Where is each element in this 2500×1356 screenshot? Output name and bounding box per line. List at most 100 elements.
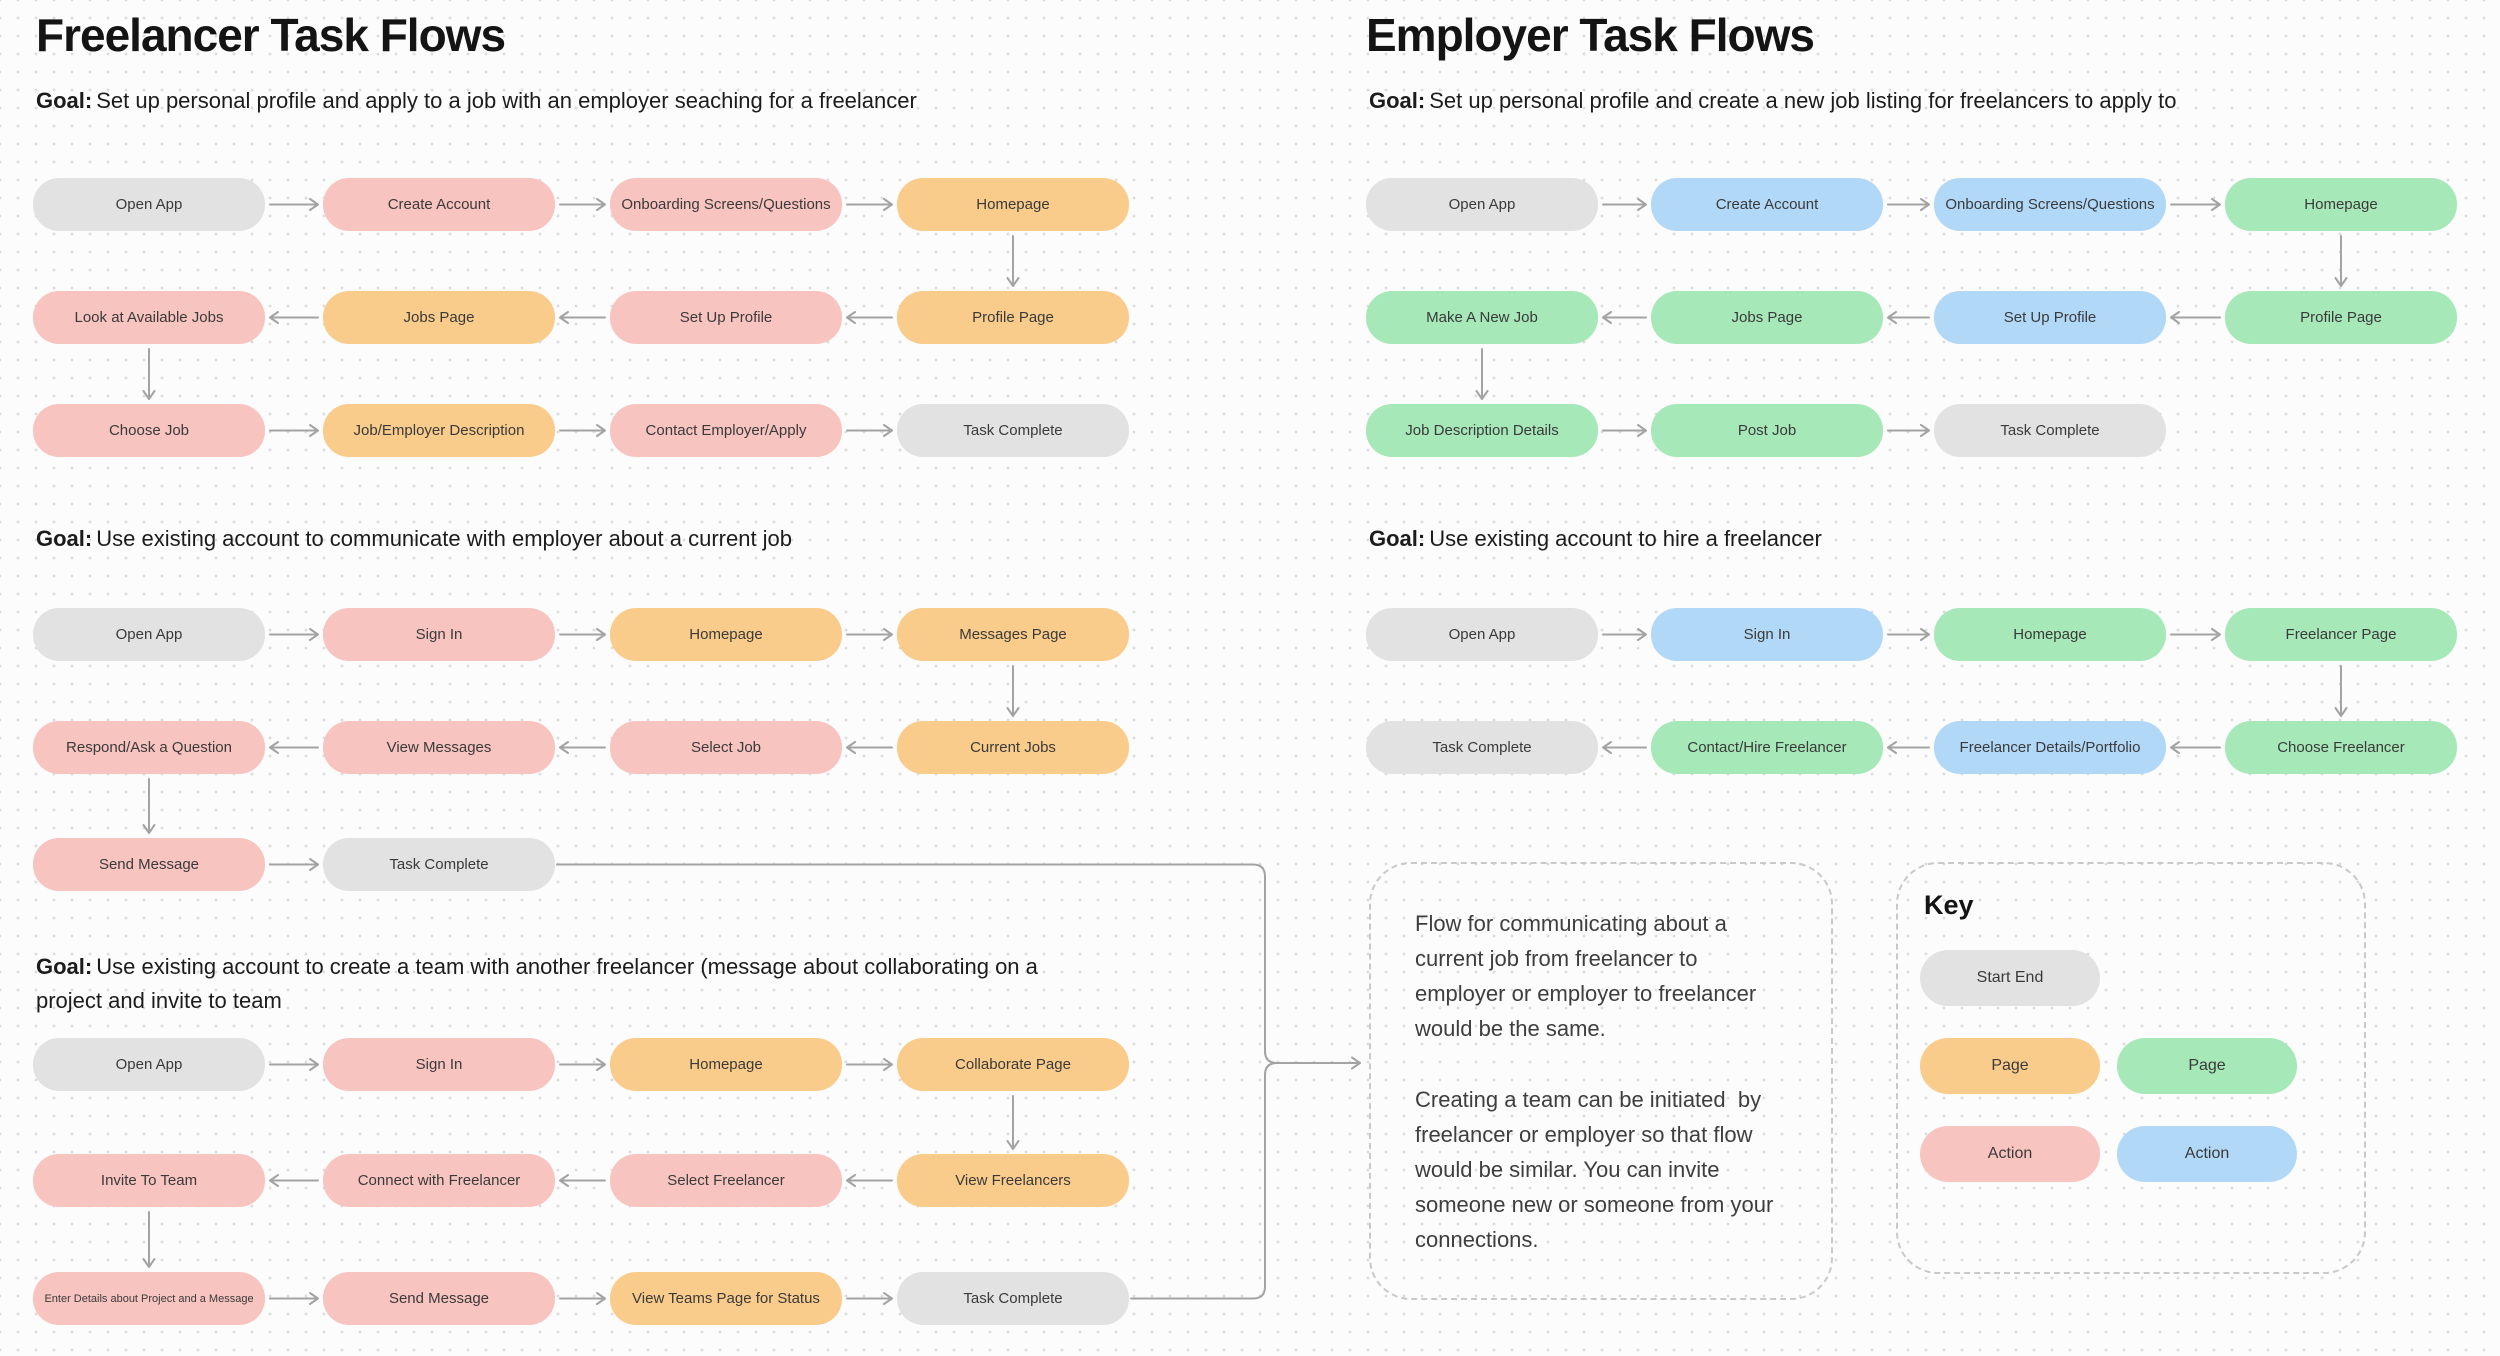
flow-node-look-at-available-jobs[interactable]: Look at Available Jobs <box>33 291 265 344</box>
flow-node-contact-hire-freelancer[interactable]: Contact/Hire Freelancer <box>1651 721 1883 774</box>
flow-node-jobs-page[interactable]: Jobs Page <box>323 291 555 344</box>
flow-node-send-message[interactable]: Send Message <box>323 1272 555 1325</box>
flow-node-sign-in[interactable]: Sign In <box>323 1038 555 1091</box>
flow-node-connect-with-freelancer[interactable]: Connect with Freelancer <box>323 1154 555 1207</box>
flow-node-label: View Freelancers <box>955 1172 1071 1189</box>
flow-node-homepage[interactable]: Homepage <box>610 1038 842 1091</box>
flow-node-job-description-details[interactable]: Job Description Details <box>1366 404 1598 457</box>
flow-node-set-up-profile[interactable]: Set Up Profile <box>1934 291 2166 344</box>
flow-node-post-job[interactable]: Post Job <box>1651 404 1883 457</box>
flow-node-view-freelancers[interactable]: View Freelancers <box>897 1154 1129 1207</box>
flow-node-job-employer-description[interactable]: Job/Employer Description <box>323 404 555 457</box>
flow-node-label: Job Description Details <box>1405 422 1559 439</box>
flow-node-task-complete[interactable]: Task Complete <box>897 1272 1129 1325</box>
flow-arrow <box>846 1058 893 1071</box>
employer-section-title: Employer Task Flows <box>1366 9 1815 61</box>
note-box[interactable]: Flow for communicating about a current j… <box>1369 862 1833 1300</box>
flow-arrow <box>2170 198 2221 211</box>
flow-node-label: Send Message <box>388 1290 490 1307</box>
flow-node-open-app[interactable]: Open App <box>1366 608 1598 661</box>
flow-node-task-complete[interactable]: Task Complete <box>897 404 1129 457</box>
flow-node-respond-ask-a-question[interactable]: Respond/Ask a Question <box>33 721 265 774</box>
key-pill-page-epage[interactable]: Page <box>2117 1038 2297 1094</box>
flow-node-set-up-profile[interactable]: Set Up Profile <box>610 291 842 344</box>
flow-node-label: Homepage <box>2013 626 2087 643</box>
flow-node-select-job[interactable]: Select Job <box>610 721 842 774</box>
flow-node-freelancer-details-portfolio[interactable]: Freelancer Details/Portfolio <box>1934 721 2166 774</box>
flow-node-open-app[interactable]: Open App <box>33 608 265 661</box>
flow-node-collaborate-page[interactable]: Collaborate Page <box>897 1038 1129 1091</box>
flow-node-current-jobs[interactable]: Current Jobs <box>897 721 1129 774</box>
flow-node-homepage[interactable]: Homepage <box>1934 608 2166 661</box>
flow-node-create-account[interactable]: Create Account <box>1651 178 1883 231</box>
flow-node-invite-to-team[interactable]: Invite To Team <box>33 1154 265 1207</box>
flow-node-view-messages[interactable]: View Messages <box>323 721 555 774</box>
flow-node-onboarding-screens-questions[interactable]: Onboarding Screens/Questions <box>1934 178 2166 231</box>
flow-arrow <box>1276 1056 1361 1070</box>
flow-node-create-account[interactable]: Create Account <box>323 178 555 231</box>
flow-node-sign-in[interactable]: Sign In <box>323 608 555 661</box>
flow-node-label: Invite To Team <box>100 1172 198 1189</box>
flow-arrow <box>269 858 319 871</box>
key-pill-action-faction[interactable]: Action <box>1920 1126 2100 1182</box>
flow-arrow <box>846 311 893 324</box>
flow-node-label: Messages Page <box>959 626 1067 643</box>
flow-node-jobs-page[interactable]: Jobs Page <box>1651 291 1883 344</box>
flow-node-task-complete[interactable]: Task Complete <box>1366 721 1598 774</box>
flow-node-view-teams-page-for-status[interactable]: View Teams Page for Status <box>610 1272 842 1325</box>
flow-node-freelancer-page[interactable]: Freelancer Page <box>2225 608 2457 661</box>
flow-arrow <box>1887 311 1930 324</box>
flow-node-enter-details-about-project-and-a-message[interactable]: Enter Details about Project and a Messag… <box>33 1272 265 1325</box>
flow-node-messages-page[interactable]: Messages Page <box>897 608 1129 661</box>
flow-node-label: Onboarding Screens/Questions <box>1945 196 2155 213</box>
flow-node-label: Homepage <box>689 626 763 643</box>
flow-node-label: Make A New Job <box>1426 309 1538 326</box>
flow-node-choose-job[interactable]: Choose Job <box>33 404 265 457</box>
flow-arrow <box>1602 198 1647 211</box>
flow-node-make-a-new-job[interactable]: Make A New Job <box>1366 291 1598 344</box>
flow-arrow <box>269 311 319 324</box>
flow-node-task-complete[interactable]: Task Complete <box>1934 404 2166 457</box>
key-pill-label: Action <box>1987 1145 2033 1162</box>
flow-node-homepage[interactable]: Homepage <box>2225 178 2457 231</box>
flow-node-select-freelancer[interactable]: Select Freelancer <box>610 1154 842 1207</box>
flow-node-task-complete[interactable]: Task Complete <box>323 838 555 891</box>
flow-node-send-message[interactable]: Send Message <box>33 838 265 891</box>
note-paragraph: Creating a team can be initiated by free… <box>1415 1086 1780 1252</box>
flow-node-label: Onboarding Screens/Questions <box>621 196 831 213</box>
flow-node-choose-freelancer[interactable]: Choose Freelancer <box>2225 721 2457 774</box>
flow-node-homepage[interactable]: Homepage <box>610 608 842 661</box>
flow-arrow <box>559 198 606 211</box>
flow-arrow <box>1006 665 1020 717</box>
key-pill-label: Page <box>2188 1057 2226 1074</box>
flow-arrow <box>846 741 893 754</box>
flow-node-open-app[interactable]: Open App <box>1366 178 1598 231</box>
key-pill-start-end-start[interactable]: Start End <box>1920 950 2100 1006</box>
flow-arrow <box>2334 665 2348 717</box>
flow-node-label: Homepage <box>2304 196 2378 213</box>
flow-node-label: Profile Page <box>972 309 1054 326</box>
key-pill-label: Page <box>1991 1057 2029 1074</box>
flow-node-label: Open App <box>115 626 183 643</box>
flow-node-open-app[interactable]: Open App <box>33 1038 265 1091</box>
flow-node-homepage[interactable]: Homepage <box>897 178 1129 231</box>
flow-arrow <box>559 424 606 437</box>
flow-arrow <box>2170 628 2221 641</box>
flow-node-label: Enter Details about Project and a Messag… <box>44 1292 254 1305</box>
flow-node-onboarding-screens-questions[interactable]: Onboarding Screens/Questions <box>610 178 842 231</box>
goal-label: Goal: <box>1369 88 1426 113</box>
flow-node-label: Task Complete <box>389 856 489 873</box>
key-pill-action-eaction[interactable]: Action <box>2117 1126 2297 1182</box>
flow-node-sign-in[interactable]: Sign In <box>1651 608 1883 661</box>
flow-node-label: Jobs Page <box>403 309 475 326</box>
flow-node-profile-page[interactable]: Profile Page <box>897 291 1129 344</box>
flow-node-label: Homepage <box>689 1056 763 1073</box>
flow-arrow <box>1602 741 1647 754</box>
key-pill-page-fpage[interactable]: Page <box>1920 1038 2100 1094</box>
flow-node-profile-page[interactable]: Profile Page <box>2225 291 2457 344</box>
flow-node-contact-employer-apply[interactable]: Contact Employer/Apply <box>610 404 842 457</box>
flow-arrow <box>1006 1095 1020 1150</box>
flow-node-open-app[interactable]: Open App <box>33 178 265 231</box>
